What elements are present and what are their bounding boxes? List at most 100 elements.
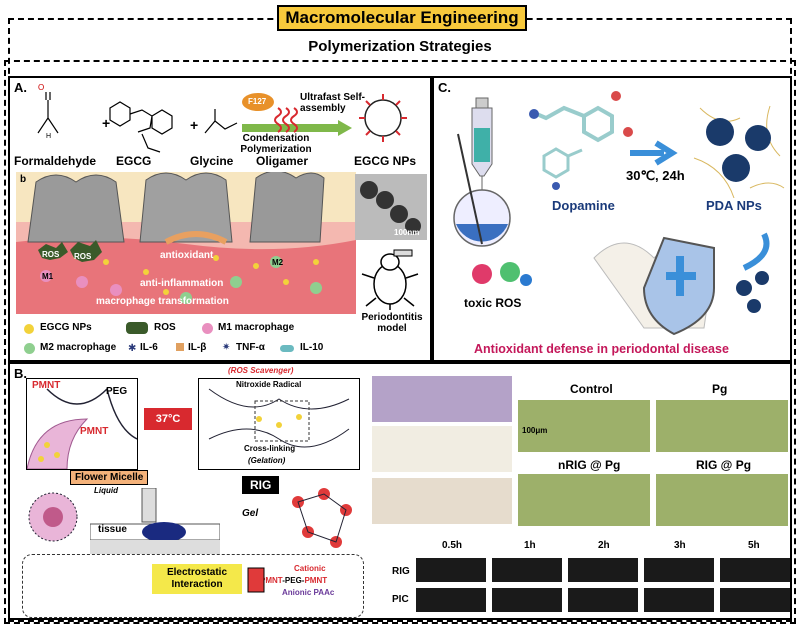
imaging-rig-5h: [720, 558, 790, 582]
row-rig: RIG: [392, 566, 410, 577]
tooth-3: [249, 172, 325, 243]
legend-ilb: IL-β: [188, 342, 207, 353]
triblock-pmnt-2: PMNT: [304, 576, 328, 585]
histology-nrig: [518, 474, 650, 526]
tooth-shield: [593, 232, 770, 336]
reagent-oligamer: Oligamer: [256, 154, 309, 168]
panel-b-label: B.: [14, 366, 27, 381]
legend-m2-icon: [24, 343, 35, 354]
f127-label: F127: [248, 97, 267, 106]
legend-a: EGCG NPs ROS M1 macrophage M2 macrophage…: [16, 322, 356, 360]
peg-label: PEG: [106, 386, 128, 397]
row-pic: PIC: [392, 594, 409, 605]
time-3h: 3h: [674, 540, 686, 551]
tag-m2: M2: [272, 258, 284, 267]
mouse-model-icon: [361, 249, 419, 310]
legend-m1: M1 macrophage: [218, 322, 295, 333]
temp-arrow: 37°C: [144, 408, 192, 430]
scavenger-label: (ROS Scavenger): [228, 366, 294, 375]
reagent-egcg-nps: EGCG NPs: [354, 154, 417, 168]
time-1h: 1h: [524, 540, 536, 551]
time-0-5h: 0.5h: [442, 540, 463, 551]
scale-100um: 100μm: [522, 426, 548, 435]
triblock-pmnt-1: PMNT: [260, 576, 283, 585]
imaging-rig-3h: [644, 558, 714, 582]
legend-tnf-icon: ✷: [222, 342, 231, 353]
pmnt-label-1: PMNT: [32, 380, 61, 391]
reagent-egcg: EGCG: [116, 154, 152, 168]
tag-ros-1: ROS: [42, 250, 60, 259]
effect-anti-inflammation: anti-inflammation: [140, 278, 224, 289]
histology-control: [518, 400, 650, 452]
micelle-sphere: [28, 492, 78, 542]
step-selfassembly: Ultrafast Self-assembly: [300, 92, 366, 114]
dopamine-label: Dopamine: [552, 198, 615, 213]
panel-a: A. + + O H F127 Ultrafast Self-assembly …: [8, 76, 432, 362]
inner-frame: [4, 60, 796, 624]
triblock-label: PMNT-PEG-PMNT: [260, 576, 327, 585]
effect-macrophage-transformation: macrophage transformation: [96, 296, 229, 307]
imaging-pic-1h: [492, 588, 562, 612]
main-title: Macromolecular Engineering: [277, 5, 527, 31]
legend-il6: IL-6: [140, 342, 158, 353]
imaging-rig-2h: [568, 558, 638, 582]
legend-ilb-icon: [176, 343, 184, 351]
reaction-scheme: + + O H: [37, 83, 407, 153]
electrostatic-label: Electrostatic Interaction: [152, 564, 242, 594]
flower-micelle-label: Flower Micelle: [70, 470, 149, 485]
panel-c-label: C.: [438, 80, 451, 95]
legend-np: EGCG NPs: [40, 322, 92, 333]
pda-label: PDA NPs: [706, 198, 762, 213]
liquid-label: Liquid: [94, 486, 118, 495]
toxic-ros-label: toxic ROS: [464, 296, 522, 310]
reagent-formaldehyde: Formaldehyde: [14, 154, 97, 168]
subtitle: Polymerization Strategies: [280, 38, 520, 55]
histology-rig: [656, 474, 788, 526]
crosslink-label: Cross-linking: [244, 444, 296, 453]
panel-c: C. Dopamine 30℃, 24h PDA NPs toxic ROS A…: [432, 76, 792, 362]
svg-text:O: O: [38, 83, 44, 92]
f127-pill: [242, 93, 274, 111]
imaging-rig-0-5h: [416, 558, 486, 582]
ros-blob-2: [70, 240, 102, 262]
panel-b: B. PMNT PEG PMNT 37°C (ROS Scavenger) Ni…: [8, 362, 792, 620]
model-label: Periodontitis model: [361, 312, 423, 334]
imaging-pic-3h: [644, 588, 714, 612]
sublabel-b: b: [20, 174, 27, 185]
effect-antioxidant: antioxidant: [160, 250, 214, 261]
rig-tag: RIG: [242, 476, 280, 494]
reagent-glycine: Glycine: [190, 154, 234, 168]
group-control: Control: [570, 382, 613, 396]
panel-a-label: A.: [14, 80, 27, 95]
beaker-icon: [247, 567, 265, 593]
gel-network: [292, 488, 352, 548]
gel-closeup: [198, 378, 360, 470]
gelation-label: (Gelation): [248, 456, 286, 465]
gel-photo-2: [372, 426, 512, 472]
mechanism-illustration: [16, 172, 356, 314]
tooth-2: [139, 172, 233, 243]
tem-scale: 100nm: [394, 228, 420, 237]
time-5h: 5h: [748, 540, 760, 551]
group-rig: RIG @ Pg: [696, 458, 752, 472]
anionic-label: Anionic PAAc: [282, 588, 335, 597]
legend-il10-icon: [280, 345, 294, 352]
tooth-1: [27, 174, 125, 243]
pmnt-label-2: PMNT: [80, 426, 109, 437]
group-pg: Pg: [712, 382, 728, 396]
toxic-ros-icon: [472, 262, 532, 286]
legend-il6-icon: ✱: [128, 343, 137, 354]
time-2h: 2h: [598, 540, 610, 551]
flask-setup: [453, 97, 511, 247]
imaging-pic-0-5h: [416, 588, 486, 612]
tissue-label: tissue: [98, 524, 127, 535]
legend-np-icon: [24, 324, 34, 334]
micelle-closeup: [26, 378, 138, 470]
plus-1: +: [102, 115, 110, 131]
group-nrig: nRIG @ Pg: [558, 458, 621, 472]
radical-label: Nitroxide Radical: [236, 380, 302, 389]
gel-photo-1: [372, 376, 512, 422]
histology-pg: [656, 400, 788, 452]
dopamine-molecule: [529, 91, 633, 190]
plus-2: +: [190, 117, 198, 133]
